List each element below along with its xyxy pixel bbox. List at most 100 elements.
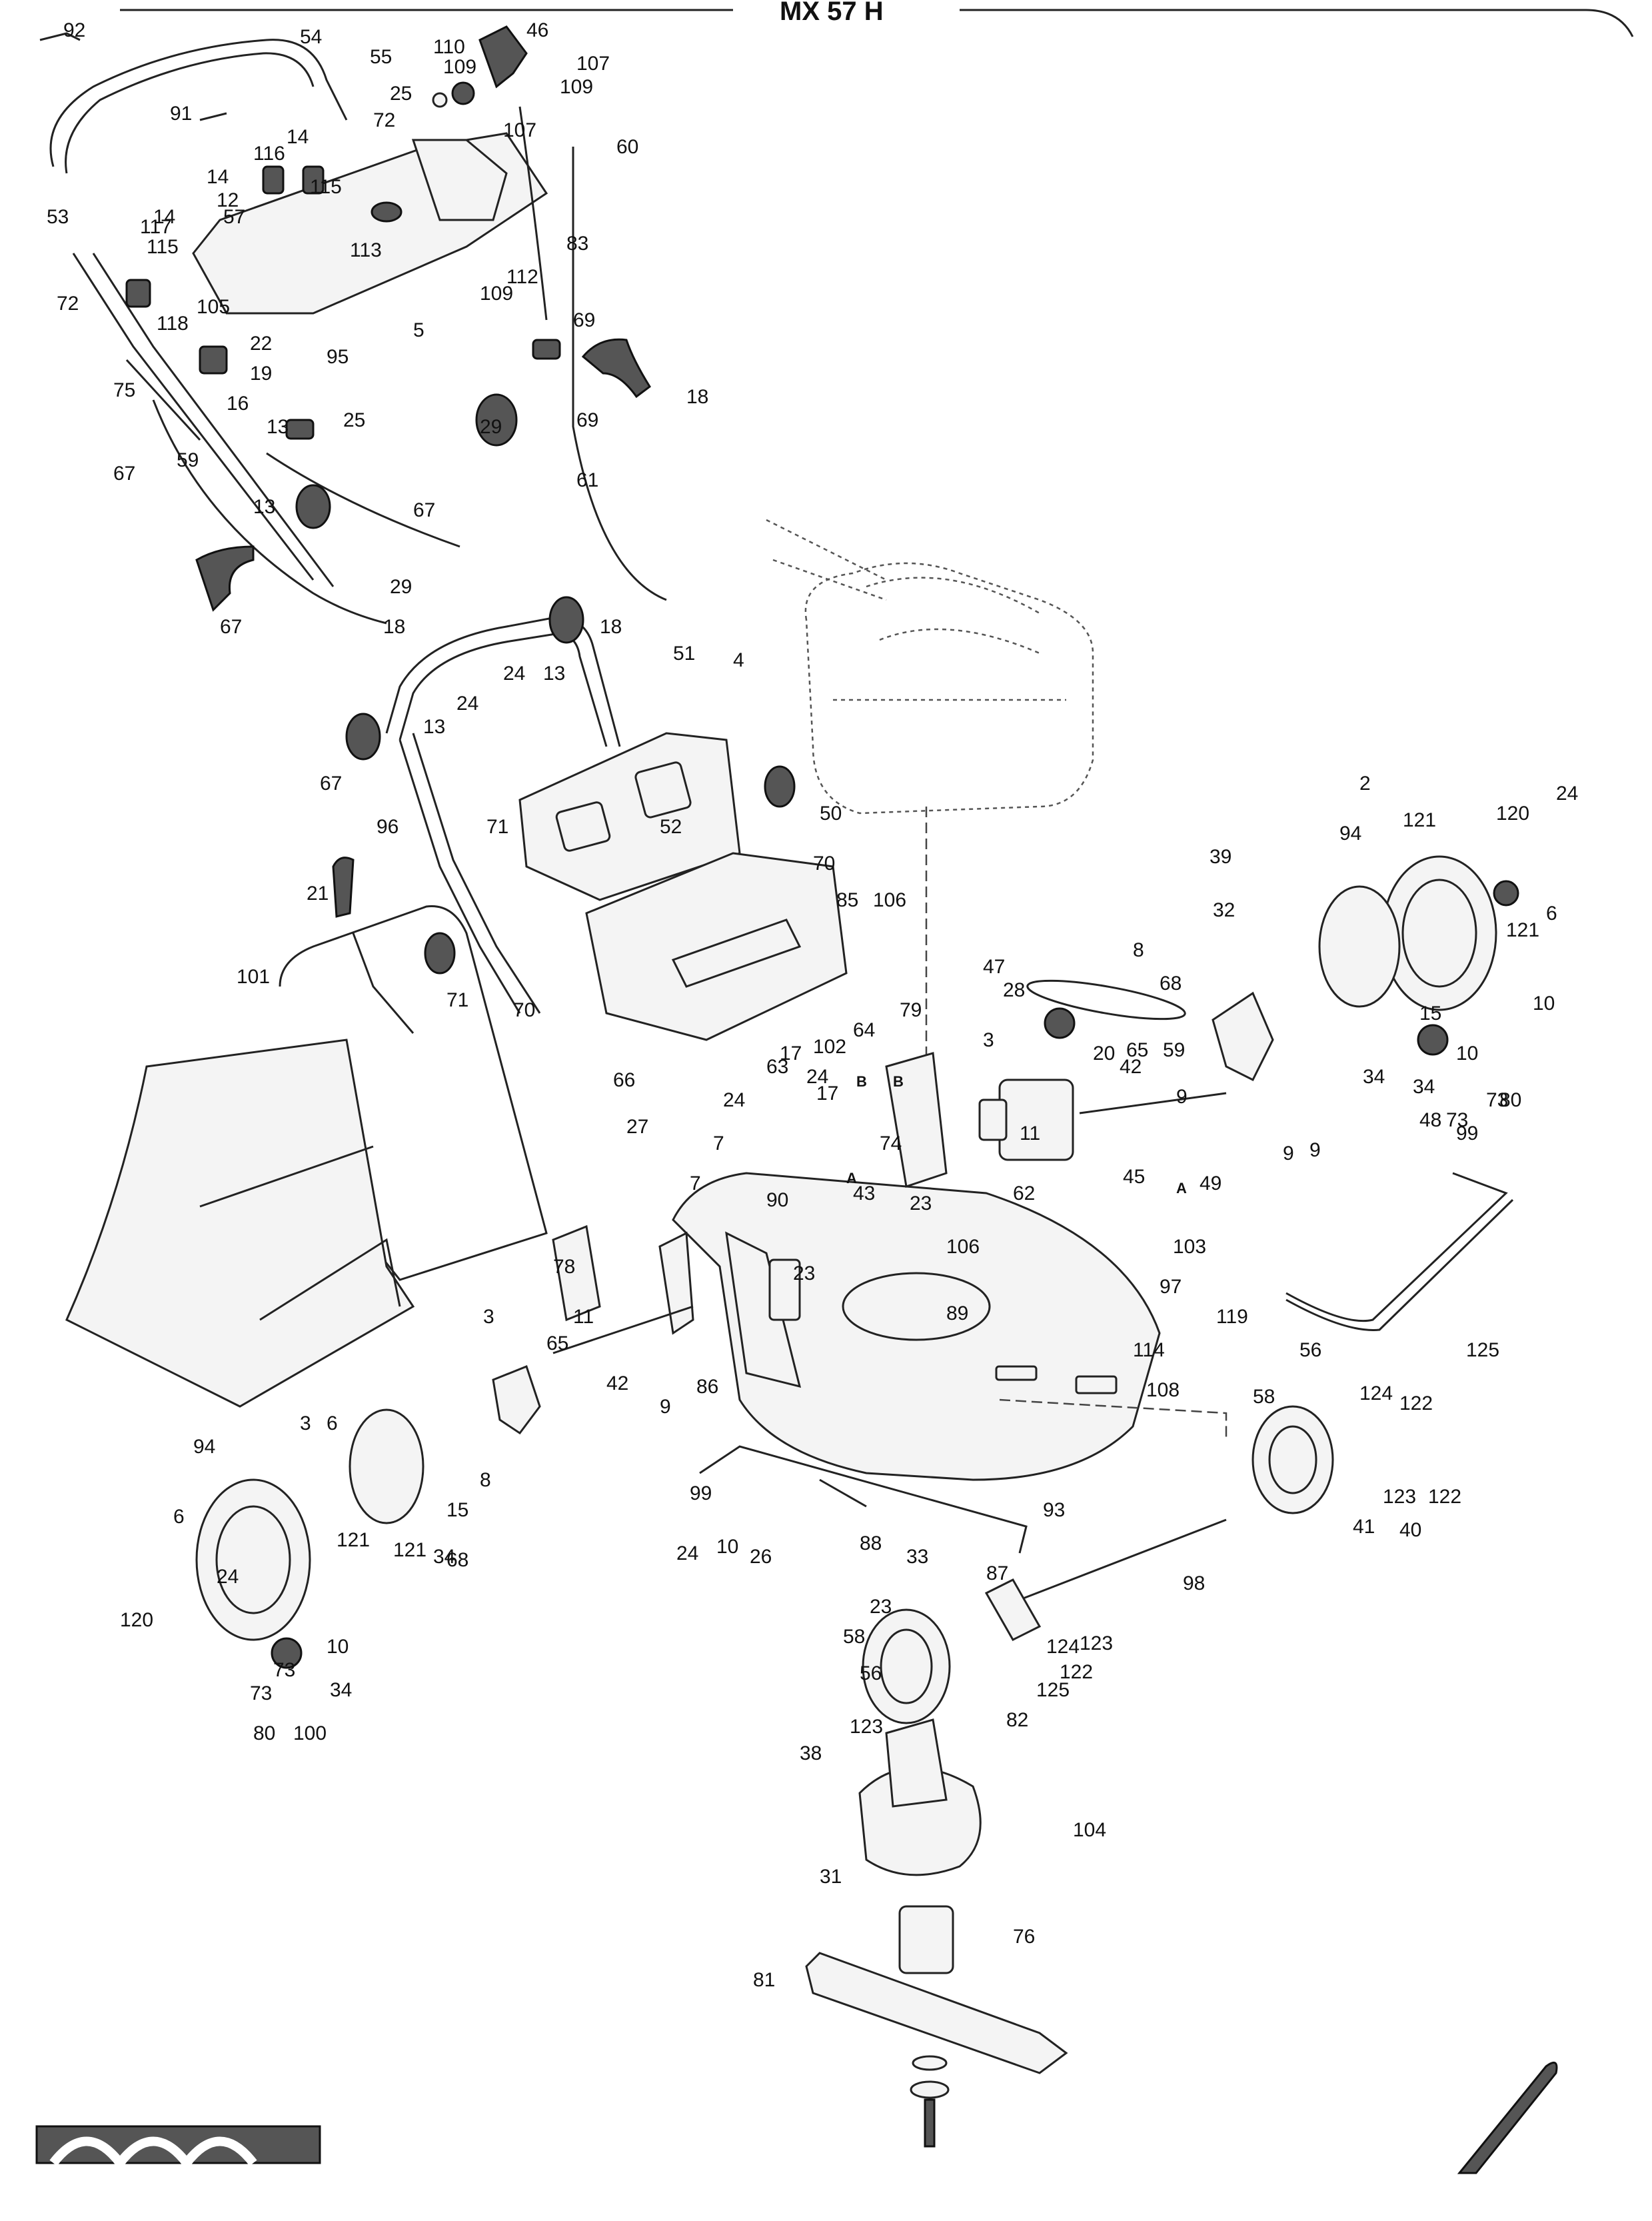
callout-3: 3: [300, 1412, 311, 1434]
callout-122: 122: [1399, 1392, 1433, 1414]
section-marker-a: A: [846, 1170, 857, 1186]
callout-33: 33: [906, 1546, 928, 1568]
callout-55: 55: [370, 46, 392, 68]
callout-117: 117: [140, 216, 172, 238]
callout-124: 124: [1359, 1382, 1393, 1404]
tow-bar-119: [1285, 1172, 1514, 1331]
callout-53: 53: [47, 206, 69, 228]
callout-102: 102: [813, 1036, 846, 1058]
callout-67: 67: [220, 616, 242, 638]
callout-28: 28: [1003, 979, 1025, 1001]
knob-67-d: [548, 596, 584, 644]
callout-71: 71: [486, 816, 508, 838]
callout-24: 24: [456, 693, 478, 715]
bag-frame-101: [279, 905, 548, 1281]
callout-123: 123: [1080, 1632, 1113, 1654]
callout-93: 93: [1043, 1499, 1065, 1521]
callout-64: 64: [853, 1019, 875, 1041]
callout-122: 122: [1428, 1486, 1461, 1508]
callout-70: 70: [513, 999, 535, 1021]
callout-118: 118: [157, 313, 189, 335]
callout-38: 38: [800, 1742, 822, 1764]
callout-65: 65: [1126, 1039, 1148, 1061]
callout-94: 94: [1339, 823, 1361, 845]
callout-17: 17: [780, 1043, 802, 1065]
callout-121: 121: [337, 1529, 370, 1551]
bracket-99-r: [1212, 991, 1274, 1082]
callout-57: 57: [223, 206, 245, 228]
callout-46: 46: [526, 19, 548, 41]
knob-67-c: [345, 713, 381, 761]
callout-82: 82: [1006, 1709, 1028, 1731]
cover-78: [552, 1224, 601, 1322]
callout-125: 125: [1466, 1339, 1499, 1361]
callout-67: 67: [413, 499, 435, 521]
callout-5: 5: [413, 319, 424, 341]
callout-51: 51: [673, 643, 695, 665]
callout-106: 106: [946, 1236, 980, 1258]
callout-14: 14: [207, 166, 229, 188]
callout-10: 10: [1533, 993, 1555, 1015]
callout-12: 12: [217, 189, 239, 211]
callout-61: 61: [576, 469, 598, 491]
callout-98: 98: [1183, 1572, 1205, 1594]
callout-13: 13: [543, 663, 565, 685]
callout-73: 73: [273, 1659, 295, 1681]
callout-19: 19: [250, 363, 272, 385]
callout-110: 110: [433, 36, 465, 58]
callout-101: 101: [237, 966, 270, 988]
callout-23: 23: [910, 1192, 932, 1214]
callout-27: 27: [626, 1116, 648, 1138]
rod-26: [819, 1478, 867, 1508]
callout-90: 90: [766, 1189, 788, 1211]
callout-66: 66: [613, 1069, 635, 1091]
callout-34: 34: [1413, 1076, 1435, 1098]
callout-16: 16: [227, 393, 249, 415]
mower-deck: [492, 979, 1274, 1554]
callout-67: 67: [320, 773, 342, 795]
callout-109: 109: [480, 283, 513, 305]
callout-14: 14: [153, 206, 175, 228]
callout-59: 59: [1163, 1039, 1185, 1061]
callout-9: 9: [660, 1396, 671, 1418]
callout-96: 96: [377, 816, 399, 838]
callout-7: 7: [690, 1172, 701, 1194]
callout-14: 14: [287, 126, 309, 148]
callout-104: 104: [1073, 1819, 1106, 1841]
callout-3: 3: [983, 1029, 994, 1051]
callout-29: 29: [480, 416, 502, 438]
callout-81: 81: [753, 1969, 775, 1991]
section-marker-b: B: [893, 1073, 904, 1090]
callout-23: 23: [793, 1262, 815, 1284]
callout-24: 24: [806, 1066, 828, 1088]
knob-67-a: [475, 393, 518, 447]
grass-bag: [65, 905, 548, 1408]
callout-99: 99: [690, 1482, 712, 1504]
hub-68-r: [1318, 885, 1401, 1008]
callout-116: 116: [253, 143, 285, 165]
callout-73: 73: [1486, 1089, 1508, 1111]
callout-59: 59: [177, 449, 199, 471]
callout-58: 58: [1253, 1386, 1275, 1408]
axle-42: [552, 1305, 694, 1354]
callout-109: 109: [443, 56, 476, 78]
callout-32: 32: [1213, 899, 1235, 921]
callout-73: 73: [250, 1682, 272, 1704]
callout-115: 115: [147, 236, 179, 258]
callout-79: 79: [900, 999, 922, 1021]
callout-100: 100: [293, 1722, 327, 1744]
gearbox-103: [998, 1079, 1074, 1161]
callout-4: 4: [733, 649, 744, 671]
grip-106: [332, 857, 355, 918]
callout-13: 13: [267, 416, 289, 438]
blade-104: [805, 1952, 1068, 2074]
knob-70-b: [764, 765, 796, 808]
callout-50: 50: [820, 803, 842, 825]
callout-121: 121: [1403, 809, 1436, 831]
callout-15: 15: [446, 1499, 468, 1521]
callout-6: 6: [173, 1506, 185, 1528]
callout-69: 69: [576, 409, 598, 431]
callout-45: 45: [1123, 1166, 1145, 1188]
